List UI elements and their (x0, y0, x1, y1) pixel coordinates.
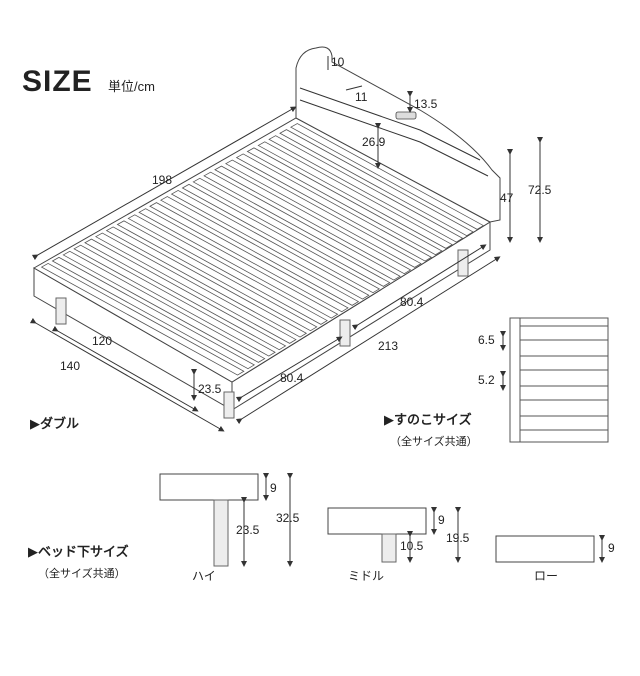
dim-shelf-gap: 26.9 (362, 135, 386, 149)
dim-shelf-depth: 11 (355, 90, 368, 104)
dim-shelf-height: 13.5 (414, 97, 438, 111)
leg-middle (339, 319, 351, 347)
dim-slat-gap: 5.2 (478, 373, 495, 387)
unit-label: 単位/cm (108, 79, 155, 94)
label-under-sub: （全サイズ共通） (38, 566, 126, 580)
headboard-shelf (299, 87, 481, 161)
dim-high-total: 32.5 (276, 511, 300, 525)
dim-headboard-total: 72.5 (528, 183, 552, 197)
leg-front-left (55, 297, 67, 325)
dim-width-inner: 120 (92, 334, 112, 348)
slat-detail-bar (519, 415, 609, 431)
page-title: SIZE (22, 65, 93, 98)
label-under: ▶ベッド下サイズ (28, 544, 129, 559)
dim-headboard-top: 10 (331, 55, 345, 69)
label-double: ▶ダブル (30, 416, 79, 431)
caption-middle: ミドル (348, 569, 384, 583)
dim-middle-clearance: 10.5 (400, 539, 424, 553)
headboard-shelf-lower (299, 99, 489, 177)
dim-middle-total: 19.5 (446, 531, 470, 545)
dim-length: 198 (152, 173, 172, 187)
dim-low-frame: 9 (608, 541, 615, 555)
dim-slat-width: 6.5 (478, 333, 495, 347)
dim-high-clearance: 23.5 (236, 523, 260, 537)
dim-middle-frame: 9 (438, 513, 445, 527)
dim-width-outer: 140 (60, 359, 80, 373)
slat-detail: 6.5 5.2 (478, 317, 609, 443)
label-slats-sub: （全サイズ共通） (390, 434, 478, 448)
dim-high-frame: 9 (270, 481, 277, 495)
slat-detail-bar (519, 355, 609, 371)
dim-half-left: 80.4 (280, 371, 304, 385)
height-high: 9 23.5 32.5 ハイ (159, 473, 300, 583)
dim-leg-height: 23.5 (198, 382, 222, 396)
height-low: 9 ロー (495, 535, 615, 583)
slat-detail-bar (519, 325, 609, 341)
dim-half-right: 80.4 (400, 295, 424, 309)
leg-front-right (223, 391, 235, 419)
height-middle: 9 10.5 19.5 ミドル (327, 507, 470, 583)
caption-high: ハイ (192, 569, 216, 583)
outlet-icon (395, 111, 417, 120)
bed-dimensions: 198 140 120 213 80.4 80.4 23.5 10 11 13.… (29, 55, 552, 432)
leg-back-right (457, 249, 469, 277)
dim-side-length: 213 (378, 339, 398, 353)
slat-detail-bar (519, 385, 609, 401)
caption-low: ロー (534, 569, 558, 583)
label-slats: ▶すのこサイズ (384, 412, 472, 427)
dim-headboard-mid: 47 (500, 191, 514, 205)
